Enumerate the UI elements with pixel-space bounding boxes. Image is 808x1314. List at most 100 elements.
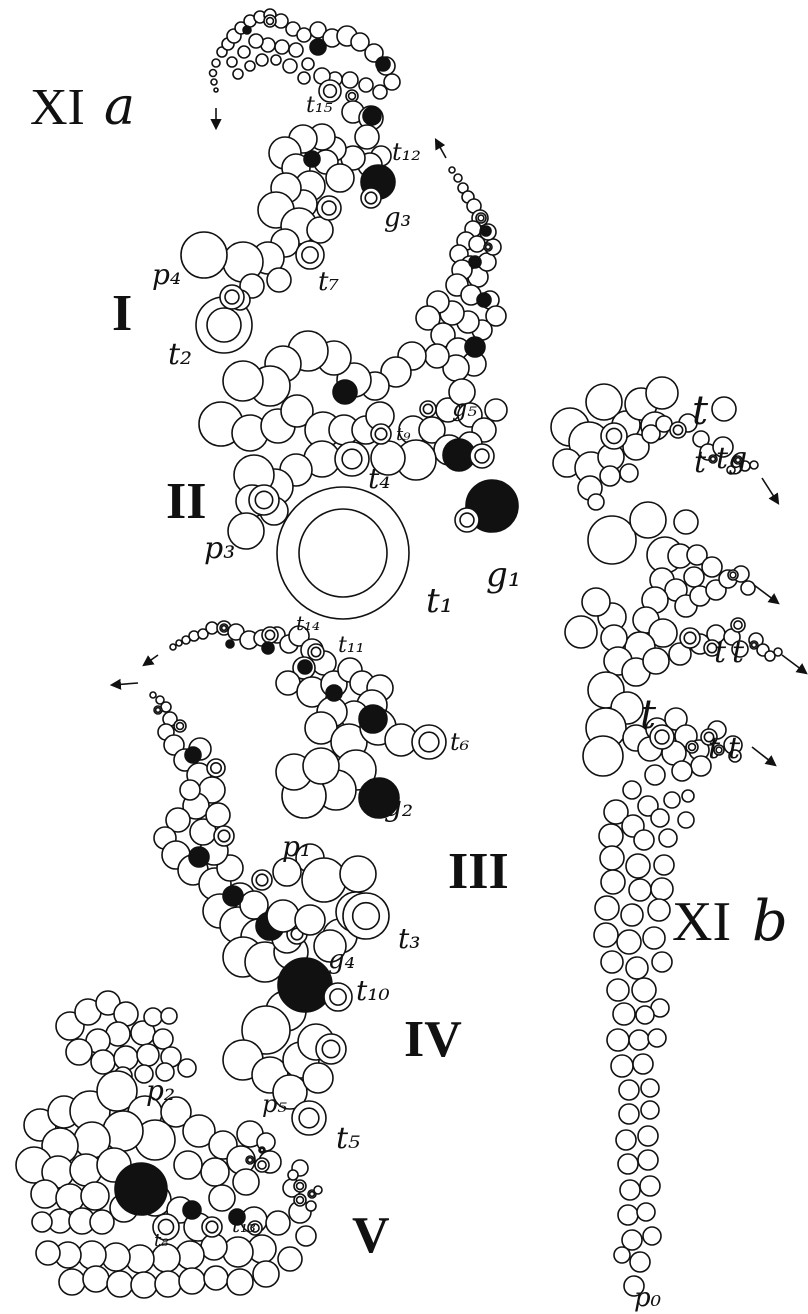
cell	[454, 174, 462, 182]
label-b-t5: t	[640, 692, 657, 738]
cell	[659, 829, 677, 847]
cell	[155, 1271, 181, 1297]
dark-cell	[183, 1201, 201, 1219]
cell	[636, 1006, 654, 1024]
cell	[648, 1029, 666, 1047]
cell	[485, 399, 507, 421]
cell	[253, 1261, 279, 1287]
cell	[638, 1126, 658, 1146]
cell	[678, 812, 694, 828]
group-numeral-V: V	[352, 1207, 390, 1264]
cell	[682, 790, 694, 802]
cell	[651, 878, 673, 900]
cell	[340, 856, 376, 892]
dark-cell	[359, 705, 387, 733]
ringed-cell-inner	[375, 428, 387, 440]
cell	[245, 61, 255, 71]
ringed-cell-inner	[365, 192, 377, 204]
cell	[78, 1241, 106, 1269]
ringed-cell-inner	[689, 744, 696, 751]
plate-letter-left: a	[104, 77, 135, 137]
label-t9: t₉	[396, 424, 411, 445]
cell	[637, 1203, 655, 1221]
cell	[233, 69, 243, 79]
cell	[178, 1059, 196, 1077]
ringed-cell-inner	[752, 643, 757, 648]
cell	[638, 1150, 658, 1170]
label-b-t3: t	[714, 635, 727, 670]
cell	[233, 1169, 259, 1195]
cell	[774, 648, 782, 656]
cell	[206, 803, 230, 827]
cell	[618, 1205, 638, 1225]
cell	[227, 57, 237, 67]
cell	[210, 70, 217, 77]
ringed-cell-inner	[177, 723, 184, 730]
ringed-cell-inner	[255, 491, 272, 508]
label-p3: p₃	[204, 531, 235, 566]
ringed-cell-inner	[322, 201, 336, 215]
ringed-cell-inner	[423, 404, 432, 413]
arrow-right	[762, 478, 778, 503]
cell	[31, 1180, 59, 1208]
cell	[83, 1266, 109, 1292]
cell	[619, 1104, 639, 1124]
cell	[565, 616, 597, 648]
arrow-right	[754, 585, 778, 603]
label-g5: g₅	[452, 394, 477, 422]
ringed-cell-inner	[342, 449, 362, 469]
cell	[626, 854, 650, 878]
cell	[59, 1269, 85, 1295]
cell	[36, 1241, 60, 1265]
label-g2: g₂	[384, 790, 413, 823]
cell	[600, 466, 620, 486]
cell	[297, 28, 311, 42]
dark-cell	[226, 640, 234, 648]
dark-cell	[326, 685, 342, 701]
dark-cell	[262, 642, 274, 654]
ringed-cell-inner	[322, 1040, 339, 1057]
cell	[161, 1008, 177, 1024]
cell	[643, 927, 665, 949]
cell	[206, 622, 218, 634]
ringed-cell-inner	[349, 93, 356, 100]
cell	[238, 46, 250, 58]
cell	[620, 1180, 640, 1200]
ringed-cell-inner	[460, 513, 474, 527]
cell	[614, 1247, 630, 1263]
cell	[170, 644, 176, 650]
cell	[582, 588, 610, 616]
cell	[298, 72, 310, 84]
ringed-cell-inner	[156, 708, 161, 713]
cell	[630, 1252, 650, 1272]
group-numeral-I: I	[112, 285, 132, 342]
ringed-cell-inner	[310, 1192, 315, 1197]
label-g4: g₄	[328, 945, 355, 975]
cell	[131, 1272, 157, 1298]
cell	[267, 268, 291, 292]
cell	[607, 979, 629, 1001]
label-g1: g₁	[486, 555, 521, 595]
cell	[616, 1130, 636, 1150]
cell	[295, 905, 325, 935]
cell	[672, 761, 692, 781]
label-b-t4: t	[732, 635, 745, 670]
cell	[630, 502, 666, 538]
dark-cell	[189, 847, 209, 867]
cell	[256, 54, 268, 66]
label-t15: t₁₅	[306, 93, 333, 118]
cell	[741, 581, 755, 595]
cell	[275, 40, 289, 54]
ringed-cell-inner	[684, 632, 696, 644]
cell	[623, 781, 641, 799]
cell	[306, 1201, 316, 1211]
dark-cell	[115, 1163, 167, 1215]
cell	[601, 951, 623, 973]
dark-cell	[363, 107, 381, 125]
giant-cell-inner	[299, 509, 387, 597]
group-numeral-II: II	[166, 473, 206, 530]
cell	[201, 1158, 229, 1186]
cell	[153, 1029, 173, 1049]
ringed-cell-inner	[297, 1183, 304, 1190]
